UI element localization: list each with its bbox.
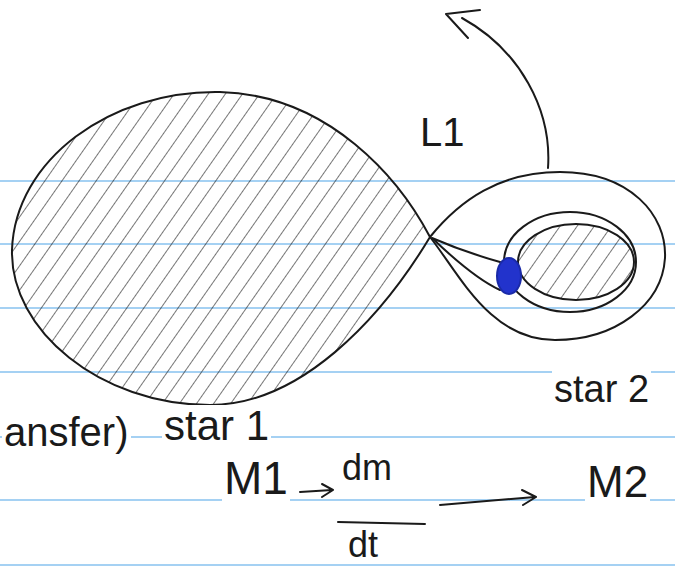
accretion-disk: [504, 212, 636, 312]
rate-numerator: dm: [340, 450, 394, 486]
flow-arrow: [300, 484, 333, 497]
hot-spot: [497, 258, 521, 294]
star-2-roche-lobe: [430, 172, 665, 340]
star-label: star 2: [552, 370, 651, 408]
star-label: star 1: [162, 405, 271, 447]
mass-label: M2: [585, 460, 650, 504]
flow-arrow: [440, 490, 536, 505]
lagrange-point-label: L1: [418, 112, 467, 152]
mass-stream: [432, 238, 500, 290]
fraction-bar: [338, 522, 425, 524]
mass-label: M1: [222, 455, 290, 501]
star-1-lobe: [12, 92, 430, 405]
note-text: ansfer): [2, 412, 131, 452]
rate-denominator: dt: [346, 527, 380, 563]
star-2-body: [518, 224, 634, 300]
